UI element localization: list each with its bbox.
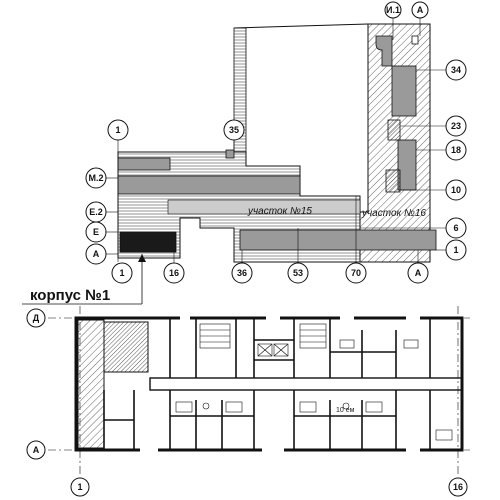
axis-label-a-top: А — [417, 5, 424, 15]
axis-label-a-plan: А — [33, 445, 40, 455]
plot-16-label: участок №16 — [361, 208, 426, 219]
axis-label-1-plan: 1 — [77, 482, 82, 492]
stair-element — [375, 35, 393, 67]
plot-15-grey-bar — [239, 229, 437, 251]
windows — [140, 316, 420, 452]
axis-label-36: 36 — [237, 268, 247, 278]
corridor — [149, 377, 463, 391]
axis-label-23: 23 — [451, 121, 461, 131]
hatched-core-left — [77, 319, 105, 449]
block-16-b — [397, 139, 417, 191]
axis-label-70: 70 — [351, 268, 361, 278]
block-16-a — [391, 65, 417, 117]
plot-15-label: участок №15 — [247, 206, 312, 217]
axis-label-6: 6 — [453, 223, 458, 233]
axis-label-i1: И.1 — [386, 5, 400, 15]
axis-label-18: 18 — [451, 145, 461, 155]
axis-label-d: Д — [33, 313, 40, 323]
plot-15-left-bar — [117, 157, 171, 171]
plot-16-area — [359, 23, 431, 263]
building-1-block — [119, 231, 177, 253]
building-leader — [22, 254, 146, 305]
axis-label-e: Е — [93, 227, 99, 237]
axis-label-1-right: 1 — [453, 245, 458, 255]
open-area-outline — [233, 23, 369, 29]
axis-label-35: 35 — [229, 125, 239, 135]
axis-label-m2: М.2 — [88, 173, 103, 183]
stair-symbol — [199, 323, 327, 357]
axis-label-16-plan: 16 — [453, 482, 463, 492]
axis-label-16-bottom: 16 — [169, 268, 179, 278]
axis-label-10: 10 — [451, 185, 461, 195]
floor-plan: 10 ем Д А 1 16 — [26, 306, 470, 497]
site-plan: И.1 А 34 23 18 10 6 1 М. — [85, 1, 467, 284]
marker-35 — [225, 149, 235, 159]
axis-label-34: 34 — [451, 65, 461, 75]
axis-label-a-left: А — [93, 249, 100, 259]
plot-15-upper-bar — [117, 175, 301, 195]
block-16-e — [411, 35, 419, 45]
building-title: корпус №1 — [30, 287, 110, 304]
site-axis-markers: И.1 А 34 23 18 10 6 1 М. — [85, 1, 467, 284]
axis-label-a-bottom: А — [415, 268, 422, 278]
block-16-d — [385, 169, 401, 193]
hatched-core-left-2 — [103, 321, 149, 373]
axis-label-1-bottom: 1 — [119, 268, 124, 278]
room-label: 10 ем — [336, 407, 355, 414]
fixtures — [175, 339, 453, 441]
axis-label-53: 53 — [293, 268, 303, 278]
axis-label-1-top: 1 — [115, 125, 120, 135]
block-16-c — [387, 119, 401, 141]
axis-label-e2: Е.2 — [89, 207, 103, 217]
plot-15-mid-strip — [167, 199, 361, 215]
